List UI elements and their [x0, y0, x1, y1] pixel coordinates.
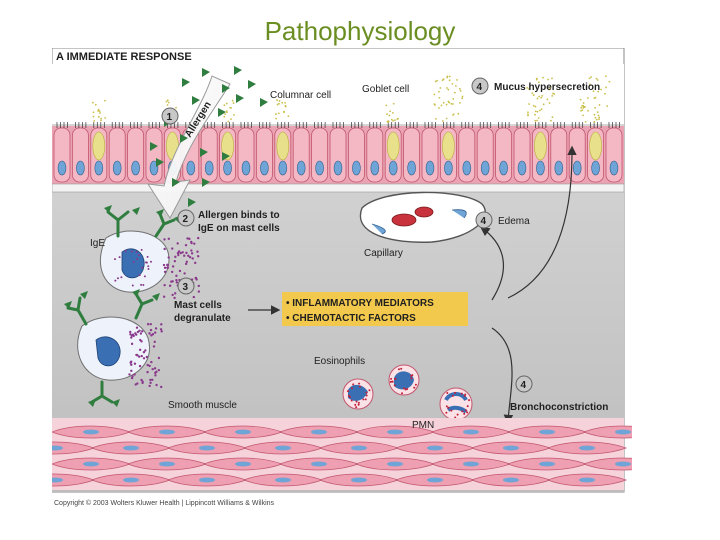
mast-cell-lower: [77, 316, 150, 381]
columnar-cell: [145, 122, 163, 183]
label-mast-cells-2: degranulate: [174, 313, 231, 324]
columnar-cell: [403, 122, 421, 183]
goblet-cell: [90, 122, 108, 183]
goblet-cell: [274, 122, 292, 183]
panel-title: A IMMEDIATE RESPONSE: [56, 51, 192, 63]
eosinophil-2: [388, 364, 420, 396]
step-badge-4-mucus: 4: [471, 77, 489, 95]
svg-text:4: 4: [481, 216, 487, 227]
label-capillary: Capillary: [364, 248, 403, 259]
mediator-label-1: • INFLAMMATORY MEDIATORS: [286, 298, 434, 309]
allergen-arrow: [146, 75, 231, 219]
step-badge-4-edema: 4: [475, 211, 493, 229]
immediate-response-diagram: A IMMEDIATE RESPONSE • INFLAMMATORY: [52, 48, 632, 493]
svg-text:4: 4: [477, 82, 483, 93]
bronchoconstriction-arrow: [491, 327, 514, 425]
label-mast-cells-1: Mast cells: [174, 300, 222, 311]
goblet-cell: [587, 122, 604, 183]
mucus-arrow: [507, 145, 577, 299]
goblet-cell: [384, 122, 402, 183]
goblet-cell: [531, 122, 549, 183]
step-badge-2: 2: [177, 209, 195, 227]
goblet-cell: [219, 122, 237, 183]
columnar-cell: [108, 122, 126, 183]
mast-cell-granules: [113, 236, 201, 389]
svg-text:1: 1: [167, 112, 173, 123]
mediator-label-2: • CHEMOTACTIC FACTORS: [286, 313, 416, 324]
step-badge-1: 1: [161, 107, 179, 125]
columnar-cell: [255, 122, 273, 183]
step-badge-4-broncho: 4: [515, 375, 533, 393]
eosinophil-1: [342, 378, 374, 410]
label-smooth-muscle: Smooth muscle: [168, 400, 237, 411]
goblet-cell: [439, 122, 457, 183]
label-pmn: PMN: [412, 420, 434, 431]
label-ige: IgE: [90, 238, 105, 249]
columnar-cell: [605, 122, 623, 183]
columnar-cell: [311, 122, 329, 183]
columnar-cell: [237, 122, 255, 183]
columnar-cell: [458, 122, 476, 183]
label-bronchoconstriction: Bronchoconstriction: [510, 402, 608, 413]
allergen-particles: [150, 66, 268, 207]
label-columnar-cell: Columnar cell: [270, 90, 331, 101]
columnar-cell: [366, 122, 384, 183]
columnar-cell: [127, 122, 144, 183]
columnar-cell: [513, 122, 531, 183]
columnar-cell: [421, 122, 439, 183]
svg-text:4: 4: [521, 380, 527, 391]
svg-text:3: 3: [183, 282, 189, 293]
columnar-cell: [71, 122, 89, 183]
columnar-cell: [495, 122, 513, 183]
mediator-box: [282, 292, 468, 326]
copyright-notice: Copyright © 2003 Wolters Kluwer Health |…: [54, 500, 275, 507]
label-allergen-binds-2: IgE on mast cells: [198, 223, 280, 234]
label-mucus-hypersecretion: Mucus hypersecretion: [494, 82, 600, 93]
columnar-cell: [292, 122, 310, 183]
label-edema: Edema: [498, 216, 530, 227]
label-goblet-cell: Goblet cell: [362, 84, 409, 95]
columnar-cell: [347, 122, 365, 183]
svg-text:2: 2: [183, 214, 189, 225]
basement-membrane: [52, 183, 625, 193]
smooth-muscle: [52, 418, 632, 490]
columnar-cell: [329, 122, 347, 183]
epithelium: [52, 122, 624, 184]
columnar-cell: [200, 122, 218, 183]
arrows: [248, 145, 577, 425]
eosinophil-granules: [346, 367, 471, 419]
columnar-cell: [550, 122, 568, 183]
columnar-cell: [53, 122, 71, 183]
label-allergen-binds-1: Allergen binds to: [198, 210, 280, 221]
edema-arrow: [480, 226, 505, 301]
columnar-cell: [476, 122, 494, 183]
airway-lumen: [52, 64, 624, 124]
mast-cell-upper: [99, 230, 170, 293]
step-badge-3: 3: [177, 277, 195, 295]
ige-antibodies: [66, 210, 176, 404]
label-eosinophils: Eosinophils: [314, 356, 365, 367]
slide-title: Pathophysiology: [264, 16, 456, 46]
